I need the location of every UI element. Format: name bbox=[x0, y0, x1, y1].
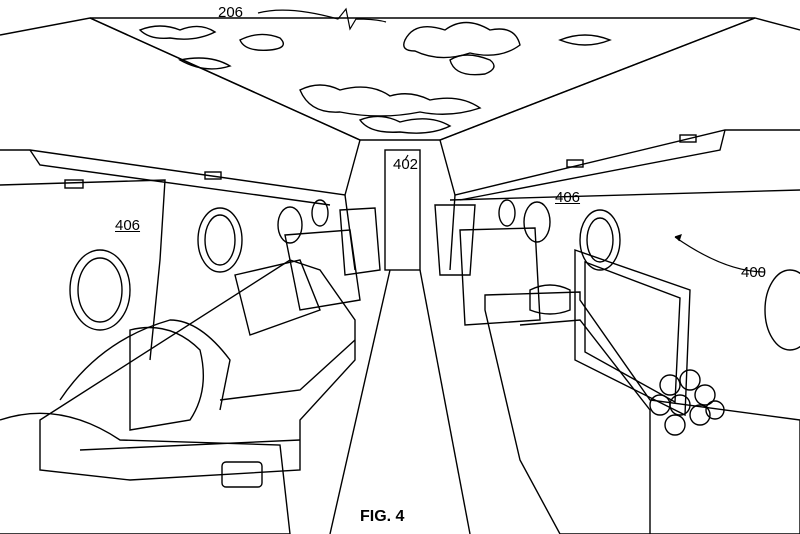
overhead-bins bbox=[0, 17, 800, 271]
club-seats bbox=[284, 204, 541, 326]
figure-caption: FIG. 4 bbox=[360, 508, 405, 525]
label-ceiling-display: 206 bbox=[218, 4, 244, 21]
divan-couch bbox=[0, 259, 356, 534]
credenza-and-monitor bbox=[484, 249, 800, 534]
label-left-wall: 406 bbox=[115, 217, 141, 234]
cabin-walls bbox=[0, 149, 800, 534]
cabin-windows bbox=[69, 199, 800, 351]
ceiling-sky-display bbox=[89, 17, 756, 141]
flower-arrangement bbox=[649, 369, 725, 436]
label-right-wall: 406 bbox=[555, 189, 581, 206]
label-aisle-bulkhead: 402 bbox=[393, 156, 419, 173]
label-cabin: 400 bbox=[741, 264, 767, 281]
reference-leaders bbox=[257, 7, 766, 273]
